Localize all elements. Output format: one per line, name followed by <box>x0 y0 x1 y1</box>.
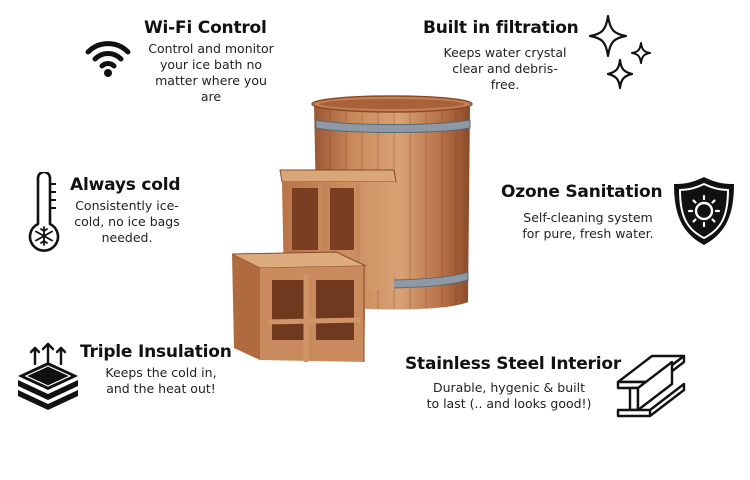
shield-sun-icon <box>674 177 734 245</box>
thermometer-snowflake-icon <box>28 172 60 252</box>
sparkles-icon <box>588 14 651 90</box>
feature-description: Control and monitor your ice bath no mat… <box>148 41 274 104</box>
feature-insulation: Triple Insulation Keeps the cold in, and… <box>16 340 246 412</box>
feature-title: Built in filtration <box>423 18 579 38</box>
feature-description: Keeps water crystal clear and debris- fr… <box>443 45 567 92</box>
feature-description: Consistently ice- cold, no ice bags need… <box>74 198 180 245</box>
wifi-icon <box>85 41 131 77</box>
feature-steel: Stainless Steel Interior Durable, hygeni… <box>402 354 632 424</box>
feature-title: Ozone Sanitation <box>501 182 663 202</box>
feature-ozone: Ozone Sanitation Self-cleaning system fo… <box>498 180 668 250</box>
feature-title: Always cold <box>70 175 181 195</box>
feature-title: Wi-Fi Control <box>144 18 267 38</box>
feature-cold: Always cold Consistently ice- cold, no i… <box>22 172 202 256</box>
product-image-cedar-tub <box>231 95 473 362</box>
feature-description: Durable, hygenic & built to last (.. and… <box>426 380 592 411</box>
feature-description: Self-cleaning system for pure, fresh wat… <box>522 210 654 241</box>
feature-description: Keeps the cold in, and the heat out! <box>105 365 217 396</box>
steel-beam-icon <box>616 354 686 418</box>
feature-title: Stainless Steel Interior <box>405 354 622 374</box>
feature-wifi: Wi-Fi Control Control and monitor your i… <box>84 18 284 118</box>
feature-title: Triple Insulation <box>80 342 232 362</box>
feature-filtration: Built in filtration Keeps water crystal … <box>420 18 660 108</box>
insulation-layers-icon <box>18 342 78 410</box>
